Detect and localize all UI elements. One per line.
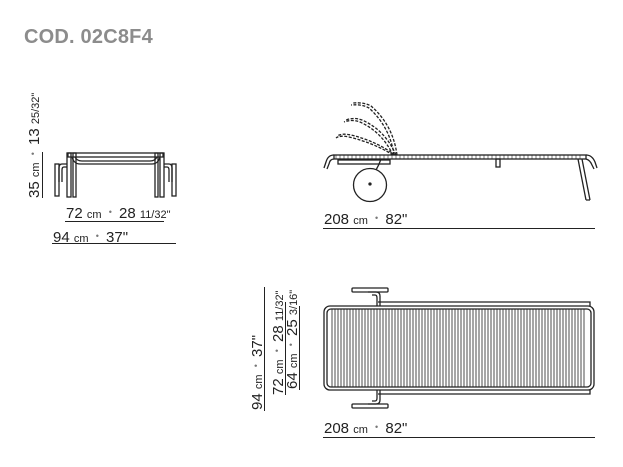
separator-dot: • [251,364,261,368]
front-height-cm: 35 [26,181,43,198]
top-length-in: 82" [385,420,408,437]
separator-dot: • [28,152,38,156]
front-overall-width-dimension: 94 cm • 37" [53,229,128,247]
side-length-cm: 208 [324,211,350,228]
side-length-dimension: 208 cm • 82" [324,211,407,229]
front-seat-width-frac: 11/32" [139,209,171,221]
front-seat-width-in: 28 [119,205,136,222]
front-seat-width-dimension: 72 cm • 28 11/32" [66,205,171,223]
front-overall-width-line [52,243,176,245]
front-height-in: 13 [26,128,43,145]
top-view-drawing [323,287,595,409]
front-overall-width-cm: 94 [53,229,70,246]
unit-cm: cm [86,209,102,221]
separator-dot: • [375,422,379,432]
front-seat-width-line [65,221,164,223]
separator-dot: • [108,207,112,217]
top-length-cm: 208 [324,420,350,437]
front-overall-width-in: 37" [106,229,129,246]
top-length-dimension: 208 cm • 82" [324,420,407,438]
top-overall-width-line [264,287,266,411]
side-length-in: 82" [385,211,408,228]
product-code: COD. 02C8F4 [24,26,153,48]
unit-cm: cm [30,162,42,178]
unit-cm: cm [353,424,368,436]
top-length-line [323,437,595,439]
unit-cm: cm [73,233,89,245]
front-seat-width-cm: 72 [66,205,83,222]
front-view-drawing [54,152,177,198]
front-height-line [42,152,44,198]
side-view-drawing [323,102,598,203]
top-seat-width-line [285,302,287,395]
separator-dot: • [95,231,99,241]
unit-cm: cm [353,215,368,227]
separator-dot: • [272,349,282,353]
front-height-frac: 25/32" [30,92,42,125]
top-inner-width-line [299,306,301,390]
side-length-line [323,228,595,230]
separator-dot: • [286,343,296,347]
separator-dot: • [375,213,379,223]
